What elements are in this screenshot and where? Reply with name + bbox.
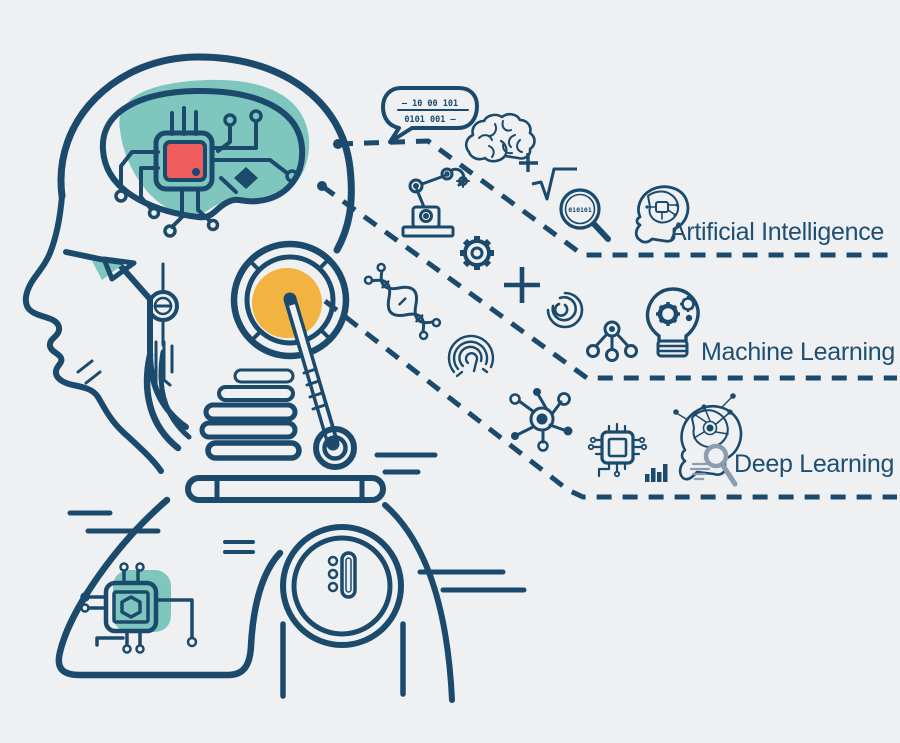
label-artificial-intelligence: Artificial Intelligence bbox=[670, 218, 885, 246]
brain-icon bbox=[464, 112, 536, 163]
shoulder-bar bbox=[185, 475, 386, 503]
speech-bubble-binary-icon: — 10 00 101 0101 001 — bbox=[381, 86, 479, 144]
square-root-icon bbox=[531, 167, 577, 201]
dna-icon bbox=[363, 262, 442, 341]
torso-lines bbox=[223, 452, 527, 703]
bar-chart-icon bbox=[645, 464, 668, 482]
plus-icon bbox=[519, 153, 538, 172]
circuit-traces bbox=[119, 106, 289, 229]
chest-circle bbox=[280, 524, 404, 648]
chip-icon bbox=[153, 130, 215, 192]
tree-nodes-icon bbox=[586, 320, 638, 362]
circuit-diamond bbox=[234, 167, 258, 189]
fingerprint-icon bbox=[447, 334, 495, 378]
bubble-binary-line1: — 10 00 101 bbox=[402, 99, 458, 109]
left-arm bbox=[55, 496, 284, 679]
face-profile bbox=[22, 193, 164, 474]
helmet-front-edge bbox=[63, 249, 189, 430]
bubble-binary-line2: 0101 001 — bbox=[404, 115, 456, 125]
cheek-circuit bbox=[76, 262, 179, 396]
binary-magnifier-icon: 010101 bbox=[559, 188, 611, 242]
bulb-gears-icon bbox=[645, 287, 700, 358]
visor-triangle bbox=[101, 256, 137, 282]
jaw-seam-inner bbox=[158, 349, 192, 440]
label-machine-learning: Machine Learning bbox=[701, 338, 895, 366]
microchip-icon bbox=[587, 422, 648, 478]
molecule-icon bbox=[509, 388, 573, 452]
helmet-dome bbox=[57, 53, 355, 254]
plus-icon-2 bbox=[504, 267, 540, 303]
label-deep-learning: Deep Learning bbox=[734, 450, 895, 478]
dl-head-icon bbox=[673, 393, 743, 487]
magnifier-binary-text: 010101 bbox=[568, 206, 592, 214]
ai-head-icon bbox=[634, 185, 690, 244]
dashed-connectors bbox=[317, 138, 897, 500]
shoulder-chip-icon bbox=[80, 562, 198, 654]
gear-icon bbox=[460, 236, 494, 270]
mic-boom-icon bbox=[283, 292, 357, 470]
coil-icon bbox=[546, 291, 584, 329]
jaw-seam bbox=[143, 351, 182, 452]
robot-arm-icon bbox=[401, 167, 470, 238]
robot-head bbox=[22, 53, 527, 703]
neck-ribs bbox=[199, 368, 302, 461]
circuit-brain-icon bbox=[99, 79, 310, 238]
